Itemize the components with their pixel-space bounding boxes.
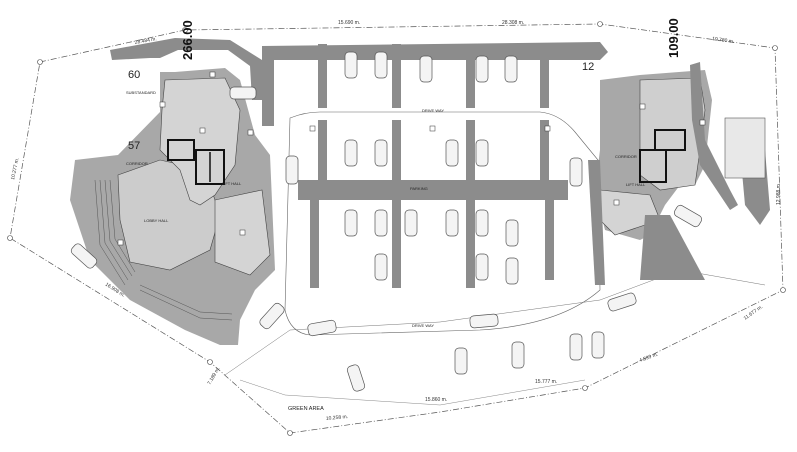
dim-2: 15.690 m. [338,20,360,26]
east-curve-road [690,62,738,210]
car [505,219,519,247]
green-area-label: GREEN AREA [288,406,324,412]
car [475,55,489,83]
car [344,139,358,167]
substandard-label: SUBSTANDARD [126,90,156,95]
dim-1: 28.484 m. [134,36,157,46]
plot-number-60: 60 [128,69,140,81]
car [504,55,518,83]
west-stair-lines [94,179,233,321]
parking-bays-middle [310,120,554,288]
elevation-east: 109.00 [666,18,681,58]
car [505,257,519,285]
dim-11: 15.777 m. [535,379,557,385]
car [307,319,337,337]
top-road [110,38,608,100]
corridor-west-label: CORRIDOR [126,161,148,166]
dim-9: 11.677 m. [743,304,764,321]
car [285,155,299,185]
west-access-strip [262,46,274,126]
east-lift-2 [639,149,667,183]
car [569,157,583,187]
lift-hall-west-label: LIFT HALL [222,181,242,186]
dim-4: 19.780 m. [712,36,735,45]
corridor-east-label: CORRIDOR [615,154,637,159]
dim-5: 10.277 m. [10,157,20,180]
car [419,55,433,83]
markers [117,71,706,246]
drive-way-bottom-label: DRIVE WAY [412,323,434,328]
dim-3: 28.308 m. [502,20,524,26]
car [344,51,358,79]
car [445,139,459,167]
car [70,243,98,269]
car [607,292,637,312]
drive-way-top-label: DRIVE WAY [422,108,444,113]
car [475,139,489,167]
west-lift-2 [195,149,225,185]
dim-13: 10.258 m. [326,414,349,422]
bottom-parking-line [239,379,586,406]
dim-6: 12.988 m. [776,183,782,205]
dim-10: 4.539 m. [639,352,659,364]
car [511,341,525,369]
car [445,209,459,237]
east-building-small-block [724,117,766,179]
east-ramp [588,160,605,285]
plot-number-57: 57 [128,140,140,152]
car [591,331,605,359]
dim-8: 7.189 m. [207,366,222,386]
car [374,253,388,281]
car [374,51,388,79]
central-band [298,180,568,200]
parking-label: PARKING [410,186,428,191]
lift-hall-east-label: LIFT HALL [626,182,646,187]
car [374,139,388,167]
car [374,209,388,237]
driveway-outline [284,111,601,336]
east-diagonal-ramp [640,215,705,280]
car [229,86,257,100]
lobby-hall-label: LOBBY HALL [144,218,169,223]
boundary-points [7,21,786,436]
car [454,347,468,375]
east-lift-1 [654,129,686,151]
plot-number-12: 12 [582,61,594,73]
parking-bays-top [318,44,549,108]
car [569,333,583,361]
car [475,209,489,237]
car [475,253,489,281]
west-lift-1 [167,139,195,161]
car [346,364,366,392]
car [344,209,358,237]
car [259,302,285,330]
elevation-west: 266.00 [180,20,195,60]
car [404,209,418,237]
car [673,204,703,228]
car [469,313,499,329]
parked-cars [70,51,703,392]
dim-12: 15.860 m. [425,397,447,403]
